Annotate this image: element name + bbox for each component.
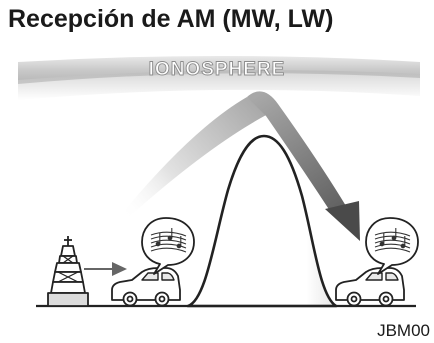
sky-wave-rising [115, 97, 268, 225]
sky-wave-descending-arrow [247, 91, 360, 241]
car-icon-right [335, 267, 405, 307]
figure-code: JBM00 [377, 321, 430, 340]
music-notes-icon [150, 228, 187, 253]
speech-bubble-icon-right [365, 217, 419, 275]
radio-tower-icon [47, 236, 89, 307]
mountain [186, 134, 338, 308]
music-notes-icon [374, 228, 411, 253]
ionosphere-band: IONOSPHERE [18, 56, 420, 100]
arrow-icon [325, 201, 360, 241]
ground-wave-arrow [84, 262, 127, 276]
car-icon-left [111, 267, 181, 307]
ionosphere-label: IONOSPHERE [149, 59, 286, 80]
speech-bubble-icon-left [141, 217, 195, 275]
page-title: Recepción de AM (MW, LW) [8, 5, 334, 33]
